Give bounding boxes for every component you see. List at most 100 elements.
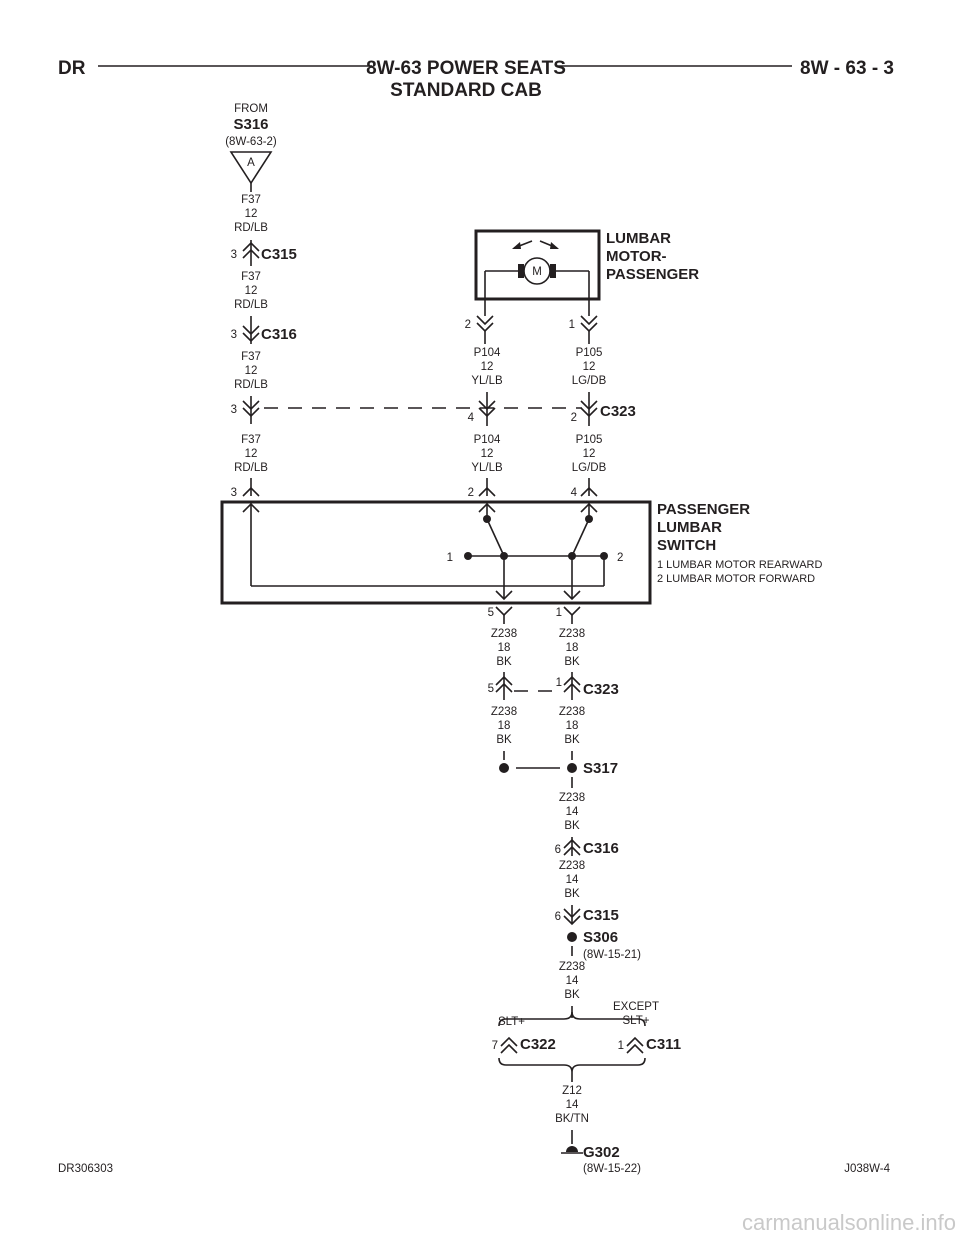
switch-legend-2: 2 LUMBAR MOTOR FORWARD	[657, 573, 815, 585]
wire-f37-circuit-4: F37	[241, 434, 261, 446]
switch-out-right-arrow	[563, 590, 581, 601]
c315-top-pin: 3	[231, 249, 237, 261]
wire-z12-gauge: 14	[566, 1099, 579, 1111]
source-connector-triangle	[229, 151, 273, 185]
c323-bottom-right-symbol	[563, 675, 581, 693]
footer-right-code: J038W-4	[844, 1163, 890, 1175]
s306-ref: (8W-15-21)	[583, 949, 641, 961]
switch-pin3-symbol	[242, 486, 260, 497]
s317-right-dot	[567, 763, 577, 773]
ground-g302-symbol	[566, 1146, 578, 1152]
option-left-label: SLT+	[498, 1016, 525, 1028]
lumbar-switch-box	[220, 500, 652, 605]
c323-mid-symbol	[478, 400, 496, 418]
header-title-line1: 8W-63 POWER SEATS	[366, 58, 566, 79]
motor-pin-2: 2	[465, 319, 471, 331]
wire-f37-color-1: RD/LB	[234, 222, 268, 234]
header-left-code: DR	[58, 58, 86, 79]
c322-pin: 7	[492, 1040, 498, 1052]
wire-p104-lower-gauge: 12	[481, 448, 494, 460]
wire-f37-circuit-1: F37	[241, 194, 261, 206]
c323-bottom-right-pin: 1	[556, 677, 562, 689]
wire-p105-lower-color: LG/DB	[572, 462, 607, 474]
switch-position-1: 1	[447, 552, 453, 564]
switch-pole-left-blade	[486, 518, 505, 557]
c316-top-name: C316	[261, 326, 297, 343]
wire-z238-c-color: BK	[564, 820, 580, 832]
s317-name: S317	[583, 760, 618, 777]
c323-bottom-left-pin: 5	[488, 683, 494, 695]
wire-z238-right-a-gauge: 18	[566, 642, 579, 654]
motor-rotation-arrowhead-right	[550, 242, 559, 249]
wire-z238-c-circuit: Z238	[559, 792, 585, 804]
option-right-label-line2: SLT+	[623, 1015, 650, 1027]
c323-bottom-left-symbol	[495, 675, 513, 693]
wire-z238-right-b-color: BK	[564, 734, 580, 746]
option-right-label-line1: EXCEPT	[613, 1001, 659, 1013]
wire-f37-gauge-1: 12	[245, 208, 258, 220]
wire-z238-right-a-color: BK	[564, 656, 580, 668]
source-from-label: FROM	[234, 103, 268, 115]
option-brace-top	[498, 1011, 646, 1027]
c311-symbol	[626, 1036, 644, 1054]
wire-z12-color: BK/TN	[555, 1113, 589, 1125]
source-splice-name: S316	[233, 116, 268, 133]
wire-z238-left-b-color: BK	[496, 734, 512, 746]
wire-z238-d-circuit: Z238	[559, 860, 585, 872]
motor-brush-right	[550, 264, 556, 278]
wire-z238-c-gauge: 14	[566, 806, 579, 818]
wire-z238-right-a-circuit: Z238	[559, 628, 585, 640]
motor-pin2-symbol	[476, 315, 494, 333]
wire-f37-color-4: RD/LB	[234, 462, 268, 474]
c315-top-symbol	[242, 241, 260, 259]
c323-mid-pin: 4	[468, 412, 475, 424]
wire-p105-lower-gauge: 12	[583, 448, 596, 460]
wire-p104-lower-circuit: P104	[474, 434, 501, 446]
switch-out-left-arrow	[495, 590, 513, 601]
c311-pin: 1	[618, 1040, 624, 1052]
c316-top-symbol	[242, 325, 260, 343]
watermark: carmanualsonline.info	[741, 1210, 956, 1235]
wire-z238-e-color: BK	[564, 989, 580, 1001]
lumbar-motor-box	[474, 229, 601, 301]
switch-title-line3: SWITCH	[657, 537, 716, 554]
ground-g302-ref: (8W-15-22)	[583, 1163, 641, 1175]
wire-p105-upper-color: LG/DB	[572, 375, 607, 387]
motor-rotation-arrowhead-left	[512, 242, 521, 249]
switch-bottom-pin-1: 1	[556, 607, 562, 619]
c316-bottom-pin: 6	[555, 844, 561, 856]
wire-z238-right-b-gauge: 18	[566, 720, 579, 732]
c311-name: C311	[646, 1036, 681, 1053]
wire-z238-e-gauge: 14	[566, 975, 579, 987]
header-title-line2: STANDARD CAB	[390, 80, 542, 101]
wire-p105-lower-circuit: P105	[576, 434, 603, 446]
source-connector-letter: A	[247, 157, 255, 169]
footer-left-code: DR306303	[58, 1163, 113, 1175]
wire-f37-gauge-4: 12	[245, 448, 258, 460]
switch-pin4-symbol	[580, 486, 598, 497]
wire-z238-left-a-gauge: 18	[498, 642, 511, 654]
switch-pin1-symbol	[563, 606, 581, 617]
wire-p104-lower-color: YL/LB	[471, 462, 503, 474]
wire-p105-upper-gauge: 12	[583, 361, 596, 373]
wire-z238-left-b-gauge: 18	[498, 720, 511, 732]
switch-pin2-symbol	[478, 486, 496, 497]
c316-top-pin: 3	[231, 329, 237, 341]
motor-symbol-letter: M	[532, 266, 542, 278]
switch-legend-1: 1 LUMBAR MOTOR REARWARD	[657, 559, 822, 571]
wire-f37-color-3: RD/LB	[234, 379, 268, 391]
c322-name: C322	[520, 1036, 556, 1053]
wire-z238-left-a-circuit: Z238	[491, 628, 517, 640]
c315-top-name: C315	[261, 246, 297, 263]
wire-f37-gauge-3: 12	[245, 365, 258, 377]
motor-title-line3: PASSENGER	[606, 266, 699, 283]
wire-z238-left-b-circuit: Z238	[491, 706, 517, 718]
s306-dot	[567, 932, 577, 942]
wire-z238-e-circuit: Z238	[559, 961, 585, 973]
c315-bottom-name: C315	[583, 907, 619, 924]
s317-left-dot	[499, 763, 509, 773]
wire-z12-circuit: Z12	[562, 1085, 582, 1097]
c322-symbol	[500, 1036, 518, 1054]
switch-pin5-symbol	[495, 606, 513, 617]
